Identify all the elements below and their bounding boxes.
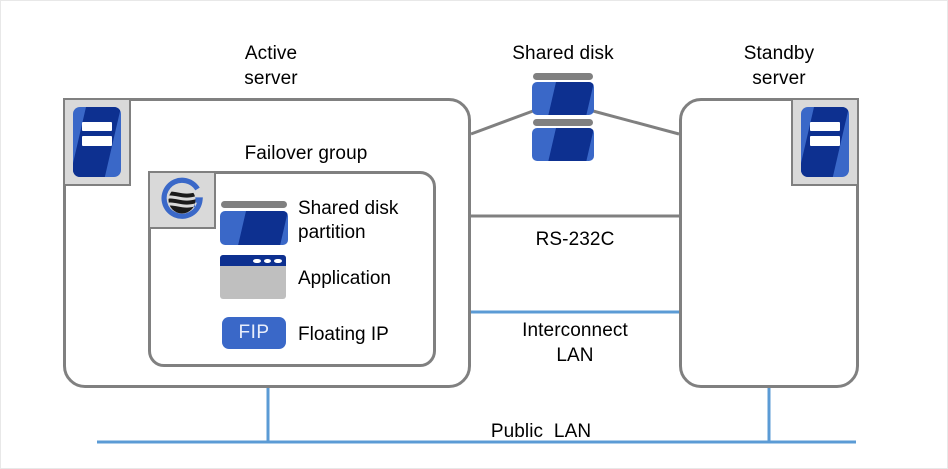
shared-disk-unit-1-shade xyxy=(548,82,594,115)
clusterpro-globe-icon xyxy=(161,177,203,219)
disk-partition-cap xyxy=(221,201,287,209)
server-icon-bar-2 xyxy=(809,136,841,147)
standby-server-box[interactable] xyxy=(679,98,859,388)
app-icon-dot-1 xyxy=(253,258,261,264)
disk-partition-shade xyxy=(237,210,288,245)
server-icon xyxy=(801,107,849,177)
floating-ip-label: Floating IP xyxy=(298,324,389,345)
standby-server-icon-badge xyxy=(791,98,859,186)
shared-disk-partition-icon xyxy=(220,201,288,245)
shared-disk-unit-2-body xyxy=(532,128,594,161)
server-icon-bar-1 xyxy=(809,121,841,132)
shared-disk-unit-1-body xyxy=(532,82,594,115)
failover-group-label: Failover group xyxy=(244,143,368,164)
application-label: Application xyxy=(298,268,391,289)
line-standby-to-shared-disk xyxy=(592,109,680,136)
fip-badge-icon: FIP xyxy=(222,317,286,349)
clusterpro-icon-badge xyxy=(148,171,216,229)
application-window-icon xyxy=(220,255,286,299)
standby-server-title: Standby server xyxy=(743,43,815,89)
rs232c-label: RS-232C xyxy=(535,229,615,250)
interconnect-lan-label: Interconnect LAN xyxy=(522,320,628,366)
shared-disk-unit-2-shade xyxy=(548,128,594,161)
active-server-icon-badge xyxy=(63,98,131,186)
server-icon xyxy=(73,107,121,177)
server-icon-bar-2 xyxy=(81,136,113,147)
shared-disk-unit-1-cap xyxy=(533,73,593,81)
shared-disk-title: Shared disk xyxy=(512,43,614,64)
public-lan-label: Public LAN xyxy=(490,421,592,442)
server-icon-bar-1 xyxy=(81,121,113,132)
line-active-to-shared-disk xyxy=(470,109,534,136)
failover-group-box[interactable] xyxy=(148,171,436,367)
shared-disk-unit-1 xyxy=(532,73,594,115)
active-server-title: Active server xyxy=(244,43,298,89)
active-server-box[interactable] xyxy=(63,98,471,388)
app-icon-titlebar xyxy=(220,255,286,267)
disk-partition-body xyxy=(220,210,288,245)
shared-disk-unit-2-cap xyxy=(533,119,593,127)
shared-disk-unit-2 xyxy=(532,119,594,161)
shared-disk-stack-icon xyxy=(532,73,594,161)
shared-disk-partition-label: Shared disk partition xyxy=(298,198,399,243)
app-icon-dot-3 xyxy=(274,258,283,264)
app-icon-dot-2 xyxy=(263,258,272,264)
